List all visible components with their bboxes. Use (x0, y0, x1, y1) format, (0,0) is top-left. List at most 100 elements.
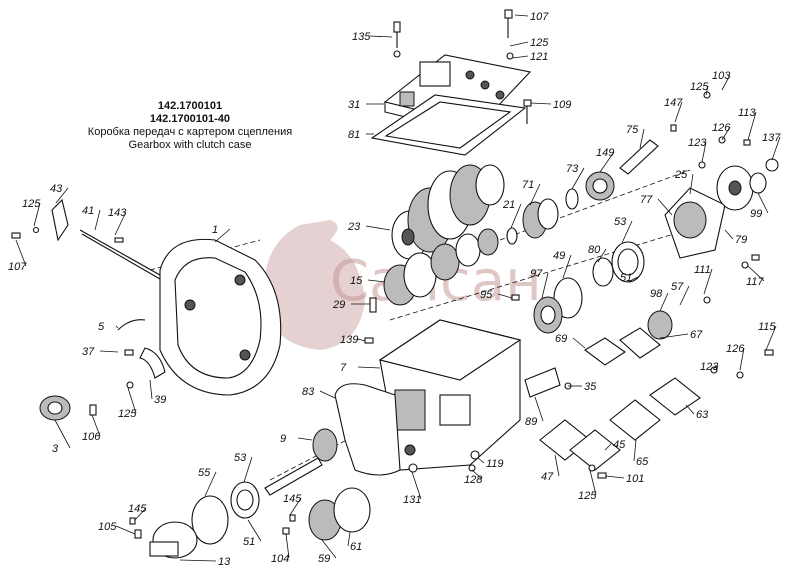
input-shaft-9 (264, 428, 338, 496)
fork-43 (51, 198, 69, 242)
callout-63: 63 (696, 409, 709, 421)
callout-51: 51 (243, 536, 255, 548)
leader-line-45 (604, 443, 612, 451)
bolt-135 (393, 21, 401, 48)
callout-97: 97 (530, 268, 543, 280)
cover-55 (191, 495, 229, 545)
callout-103: 103 (712, 70, 731, 82)
callout-13: 13 (218, 556, 231, 568)
callout-3: 3 (52, 443, 59, 455)
clutch-housing-1 (159, 238, 282, 396)
leader-line-125 (33, 202, 41, 227)
callout-41: 41 (82, 205, 94, 217)
callout-125: 125 (578, 490, 597, 502)
callout-80: 80 (588, 244, 601, 256)
leader-line-125 (589, 469, 597, 496)
spring-5 (117, 319, 146, 331)
leader-line-21 (510, 203, 522, 229)
leader-line-5 (115, 325, 119, 329)
flange-25 (716, 165, 754, 211)
gear-21 (506, 227, 518, 245)
leader-line-3 (54, 419, 71, 449)
leader-line-126 (721, 126, 731, 141)
callout-128: 128 (464, 474, 483, 486)
title-block: 142.1700101 142.1700101-40 Коробка перед… (80, 100, 300, 152)
callout-43: 43 (50, 183, 63, 195)
callout-107: 107 (530, 11, 549, 23)
leader-line-75 (639, 128, 645, 149)
leader-line-99 (757, 192, 769, 214)
callout-89: 89 (525, 416, 537, 428)
callout-21: 21 (502, 199, 515, 211)
leader-line-67 (659, 333, 689, 339)
leader-line-135 (369, 35, 393, 38)
leader-line-63 (685, 404, 695, 415)
leader-line-59 (321, 539, 337, 559)
leader-line-126 (739, 347, 745, 371)
hardware (11, 91, 774, 539)
callout-147: 147 (664, 97, 683, 109)
callout-126: 126 (726, 343, 745, 355)
leader-line-9 (297, 437, 313, 441)
shaft-75 (619, 139, 659, 175)
callout-15: 15 (350, 275, 363, 287)
leader-line-41 (94, 209, 101, 231)
leader-line-131 (411, 471, 422, 500)
callout-107: 107 (8, 261, 27, 273)
callout-1: 1 (212, 224, 218, 236)
leader-line-123 (713, 365, 719, 369)
leader-line-97 (541, 272, 549, 299)
leader-line-125 (509, 41, 529, 47)
leader-line-1 (214, 228, 231, 243)
callout-67: 67 (690, 329, 703, 341)
leader-line-125 (705, 85, 709, 96)
leader-line-71 (529, 183, 541, 206)
callout-59: 59 (318, 553, 330, 565)
callout-49: 49 (553, 250, 565, 262)
main-shaft-23 (391, 164, 505, 260)
callout-25: 25 (674, 169, 688, 181)
leader-line-103 (721, 74, 731, 91)
callout-123: 123 (688, 137, 707, 149)
callout-9: 9 (280, 433, 286, 445)
cover-63 (649, 377, 701, 416)
bearing-97 (533, 296, 563, 334)
leader-line-113 (747, 111, 757, 141)
leader-line-106 (91, 414, 101, 437)
leader-line-147 (674, 101, 683, 123)
description-en: Gearbox with clutch case (128, 139, 252, 151)
leader-line-69 (572, 337, 586, 349)
callout-53: 53 (614, 216, 627, 228)
cover-69 (584, 337, 626, 366)
leader-line-73 (571, 167, 585, 190)
leader-line-149 (599, 151, 615, 173)
callout-83: 83 (302, 386, 315, 398)
callout-29: 29 (332, 299, 345, 311)
callout-31: 31 (348, 99, 360, 111)
gasket-81 (370, 94, 527, 156)
leader-line-143 (114, 211, 127, 236)
rod-41 (79, 229, 161, 280)
leader-line-104 (285, 533, 290, 559)
leader-line-61 (347, 531, 351, 547)
nut-137 (765, 158, 779, 172)
callout-95: 95 (480, 289, 493, 301)
callout-75: 75 (626, 124, 639, 136)
leader-line-47 (554, 454, 560, 477)
leader-line-53 (621, 220, 633, 244)
leader-line-7 (357, 366, 381, 369)
callout-135: 135 (352, 31, 371, 43)
callout-61: 61 (350, 541, 362, 553)
leader-line-25 (689, 173, 694, 195)
bearing-3 (39, 395, 71, 421)
leader-line-37 (99, 350, 119, 353)
callout-37: 37 (82, 346, 95, 358)
callout-65: 65 (636, 456, 649, 468)
callout-126: 126 (712, 122, 731, 134)
callout-39: 39 (154, 394, 166, 406)
callout-119: 119 (486, 458, 504, 470)
callout-47: 47 (541, 471, 554, 483)
seal-53-bottom (230, 481, 260, 519)
leader-line-53 (243, 456, 253, 483)
leader-line-15 (367, 279, 386, 283)
